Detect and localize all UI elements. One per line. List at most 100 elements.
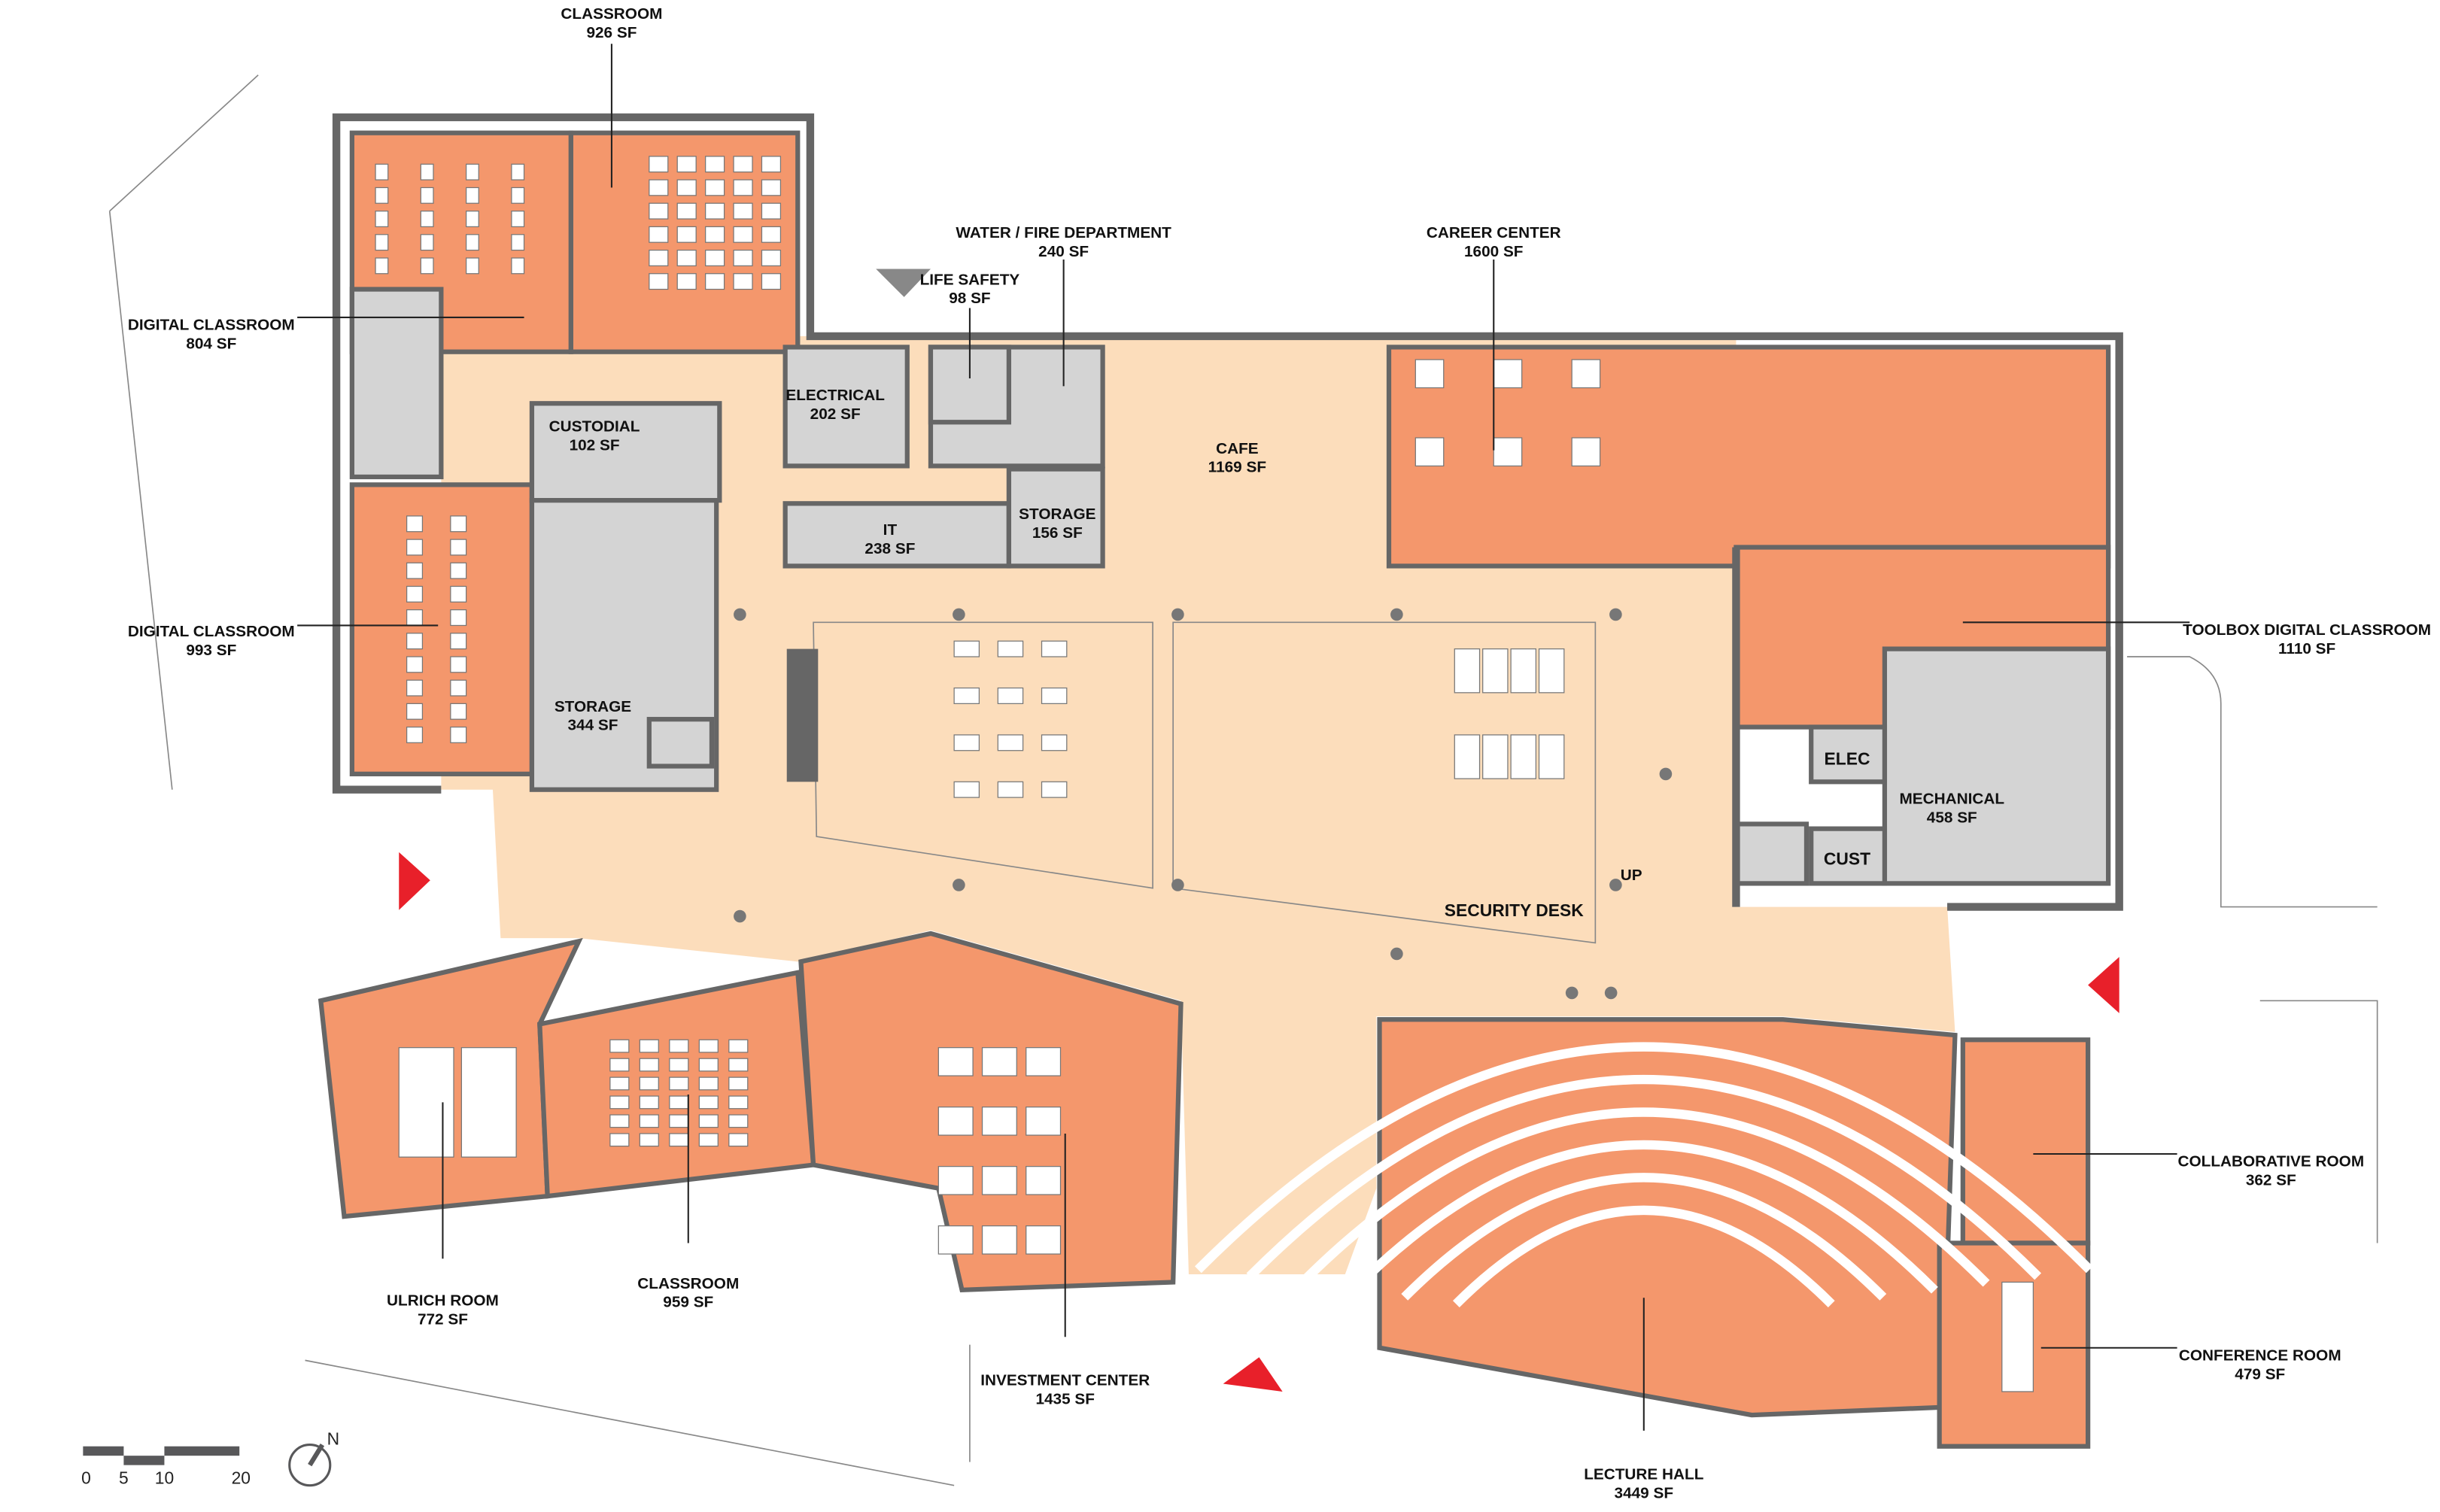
svg-text:N: N [327,1429,340,1449]
desk [609,1133,630,1147]
desk [698,1076,719,1091]
svg-text:CONFERENCE ROOM: CONFERENCE ROOM [2179,1347,2341,1364]
column [1171,879,1184,891]
desk [609,1095,630,1110]
svg-text:LIFE SAFETY: LIFE SAFETY [920,271,1020,288]
table [1493,359,1523,389]
svg-text:202 SF: 202 SF [810,405,861,423]
column [1390,947,1403,961]
table [1414,359,1445,389]
desk [420,163,434,181]
desk [676,156,697,173]
desk [705,226,725,243]
desk [728,1133,749,1147]
table [1510,734,1536,779]
desk [676,202,697,220]
desk [698,1058,719,1072]
svg-text:MECHANICAL: MECHANICAL [1899,790,2004,807]
desk [406,726,424,743]
table [1041,734,1068,751]
desk [733,179,753,196]
svg-text:0: 0 [81,1468,91,1488]
desk [676,226,697,243]
conference-table [2001,1281,2034,1392]
desk [698,1114,719,1128]
desk [639,1133,659,1147]
desk [406,562,424,579]
entry-arrow-west [399,852,430,910]
svg-text:458 SF: 458 SF [1927,809,1977,826]
table [997,687,1024,704]
svg-text:STORAGE: STORAGE [555,698,631,715]
desk [698,1133,719,1147]
desk [406,515,424,533]
desk [511,187,525,204]
label-mechanical: MECHANICAL 458 SF [1899,790,2004,826]
entry-arrow-north [876,269,931,297]
table [937,1225,974,1255]
desk [669,1076,689,1091]
exterior-walls [332,113,2123,911]
svg-text:772 SF: 772 SF [418,1311,468,1328]
table [1493,437,1523,467]
table [1482,648,1509,694]
table [981,1166,1017,1195]
svg-text:156 SF: 156 SF [1032,524,1083,542]
svg-text:102 SF: 102 SF [570,437,620,454]
svg-text:344 SF: 344 SF [568,717,618,734]
desk [450,703,467,720]
svg-text:CAREER CENTER: CAREER CENTER [1427,224,1561,241]
mechanical-room [1882,646,2111,886]
svg-text:STORAGE: STORAGE [1019,506,1095,523]
column [1659,767,1673,781]
desk [639,1039,659,1053]
leader-lines [297,44,2190,1431]
desk [511,234,525,251]
table [1026,1047,1062,1076]
conference-table [398,1047,454,1158]
desk [406,633,424,650]
desk [676,273,697,290]
table [1482,734,1509,779]
lecture-seating-row [1349,1140,1938,1294]
svg-text:TOOLBOX DIGITAL CLASSROOM: TOOLBOX DIGITAL CLASSROOM [2183,621,2431,639]
desk [375,163,389,181]
svg-text:3449 SF: 3449 SF [1615,1484,1674,1501]
entry-arrow-east [2088,957,2119,1013]
column [734,608,746,621]
desk [511,210,525,228]
table [981,1047,1017,1076]
svg-text:IT: IT [883,521,898,539]
circulation [441,335,1955,1275]
table [953,687,980,704]
svg-text:LECTURE HALL: LECTURE HALL [1584,1465,1704,1483]
desk [761,202,782,220]
desk [669,1095,689,1110]
label-stair-up: UP [1621,867,1642,884]
svg-text:479 SF: 479 SF [2235,1365,2285,1383]
desk [728,1076,749,1091]
entry-markers [399,269,2119,1392]
svg-text:CUSTODIAL: CUSTODIAL [549,418,640,436]
electrical-room [782,345,910,469]
svg-text:WATER / FIRE DEPARTMENT: WATER / FIRE DEPARTMENT [956,224,1171,241]
desk [420,187,434,204]
table [981,1225,1017,1255]
table [997,781,1024,798]
table [1414,437,1445,467]
svg-text:804 SF: 804 SF [186,335,236,353]
desk [761,156,782,173]
desk [406,679,424,697]
svg-text:1169 SF: 1169 SF [1208,459,1266,476]
svg-text:20: 20 [232,1468,251,1488]
conference-table [460,1047,517,1158]
desk [465,257,479,275]
